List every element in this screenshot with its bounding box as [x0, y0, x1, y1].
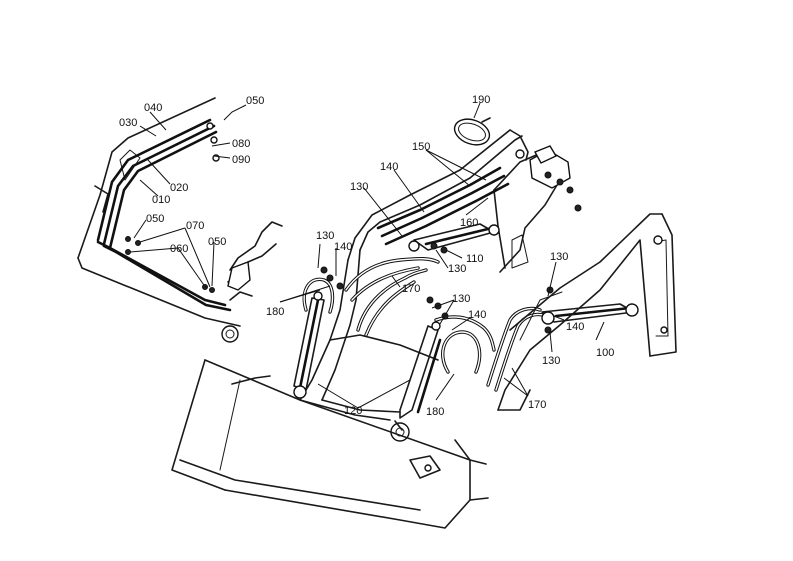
callout-140: 140: [334, 241, 352, 253]
center-frame-assembly: [299, 129, 582, 421]
left-frame-assembly: [77, 97, 283, 343]
callout-150: 150: [412, 141, 430, 153]
callout-180: 180: [426, 406, 444, 418]
callout-130: 130: [452, 293, 470, 305]
callout-140: 140: [468, 309, 486, 321]
callout-010: 010: [152, 194, 170, 206]
callout-130: 130: [350, 181, 368, 193]
callout-130: 130: [542, 355, 560, 367]
callout-110: 110: [466, 253, 484, 265]
callout-130: 130: [316, 230, 334, 242]
callout-030: 030: [119, 117, 137, 129]
callout-050: 050: [146, 213, 164, 225]
callout-050: 050: [208, 236, 226, 248]
callout-040: 040: [144, 102, 162, 114]
callout-050: 050: [246, 95, 264, 107]
callout-labels: 050 040 030 080 090 020 010 050 070 060 …: [119, 94, 614, 418]
callout-020: 020: [170, 182, 188, 194]
cylinder-assembly: [293, 223, 639, 442]
callout-090: 090: [232, 154, 250, 166]
callout-140: 140: [380, 161, 398, 173]
bucket: [171, 359, 489, 529]
callout-170: 170: [528, 399, 546, 411]
right-arm-frame: [497, 213, 677, 411]
leader-lines: [129, 102, 605, 409]
hose-clamp-part: [453, 117, 491, 146]
callout-130: 130: [448, 263, 466, 275]
callout-180: 180: [266, 306, 284, 318]
callout-170: 170: [402, 283, 420, 295]
callout-140: 140: [566, 321, 584, 333]
callout-060: 060: [170, 243, 188, 255]
callout-070: 070: [186, 220, 204, 232]
callout-190: 190: [472, 94, 490, 106]
callout-130: 130: [550, 251, 568, 263]
callout-100: 100: [596, 347, 614, 359]
callout-120: 120: [344, 405, 362, 417]
callout-080: 080: [232, 138, 250, 150]
callout-160: 160: [460, 217, 478, 229]
